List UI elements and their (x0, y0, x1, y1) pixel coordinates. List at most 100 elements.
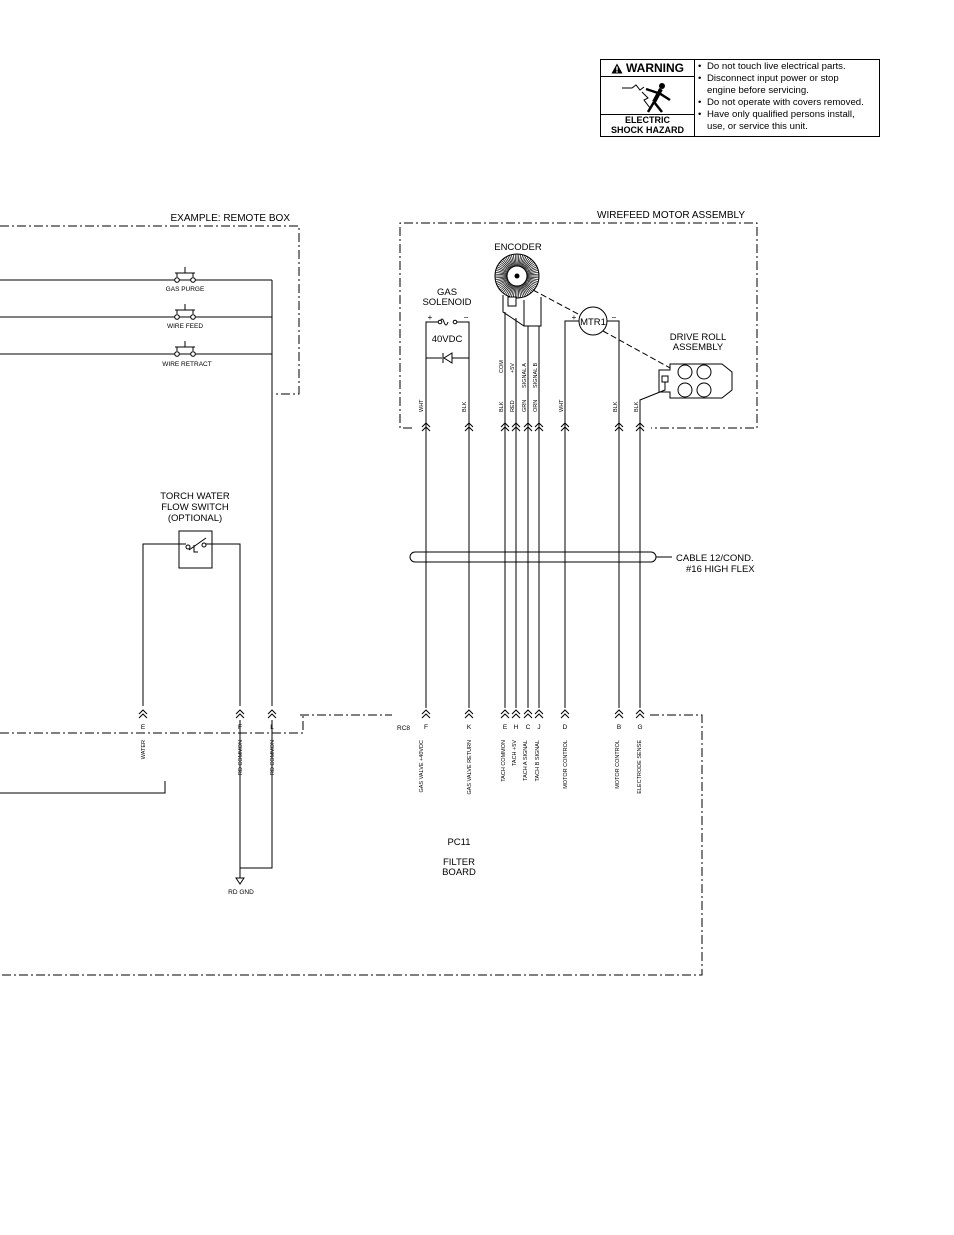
pc11-name: PC11 (447, 837, 470, 848)
pc11-label-2: BOARD (442, 867, 476, 878)
encoder-ray (499, 261, 510, 270)
warning-caption: ELECTRIC SHOCK HAZARD (601, 115, 694, 136)
pin-letter: K (467, 724, 472, 731)
wire-color-label: BLK (462, 401, 468, 412)
encoder-ray (512, 254, 516, 267)
encoder-ray (495, 273, 508, 276)
torch-water-flow-switch: TORCH WATER FLOW SWITCH (OPTIONAL) (142, 491, 241, 706)
wire-color-label: RED (510, 400, 516, 412)
pin-letter: J (537, 724, 540, 731)
encoder-ray (495, 271, 508, 275)
solenoid-coil (439, 318, 449, 326)
encoder-ray (524, 263, 536, 271)
encoder-ray (509, 255, 514, 267)
gas-solenoid-label-2: SOLENOID (422, 297, 471, 308)
motor-plus: + (572, 313, 577, 322)
pin-letter: F (238, 724, 242, 731)
pin-letter: L (270, 724, 274, 731)
encoder-ray (518, 285, 522, 298)
encoder-ray (498, 263, 510, 271)
flow-switch-label-1: TORCH WATER (160, 491, 230, 502)
wirefeed-title: WIREFEED MOTOR ASSEMBLY (597, 210, 745, 221)
encoder-ray (496, 279, 509, 286)
pc11-label-1: FILTER (443, 857, 475, 868)
encoder-label: ENCODER (494, 242, 542, 253)
warning-triangle-icon (611, 63, 623, 73)
remote-box-outline (0, 225, 300, 395)
wire-color-label: BLK (499, 401, 505, 412)
warning-bullet: •Disconnect input power or stop (698, 73, 839, 84)
warning-bullet-continued: engine before servicing. (707, 85, 809, 96)
encoder-ray (507, 284, 514, 297)
warning-pictogram (601, 77, 694, 115)
encoder-ray (523, 258, 532, 269)
encoder-ray (526, 273, 539, 276)
board-outline-right (0, 714, 703, 976)
pin-letter: C (526, 724, 531, 731)
gas-purge-switch (174, 267, 196, 283)
encoder-ray (499, 282, 510, 291)
encoder-ray (495, 269, 508, 274)
encoder-ray (526, 276, 539, 279)
pin-function-label: GAS VALVE RETURN (467, 740, 473, 795)
encoder-ray (524, 281, 536, 289)
encoder-wire-label: +5V (510, 363, 516, 373)
encoder-ray (526, 278, 539, 283)
cable-bundle: CABLE 12/COND. #16 HIGH FLEX (409, 551, 755, 575)
encoder-ray (504, 283, 512, 295)
encoder-ray (497, 264, 509, 272)
flow-switch-label-3: (OPTIONAL) (168, 513, 222, 524)
left-board-edge (0, 781, 166, 794)
wire-color-label: GRN (522, 400, 528, 412)
pin-function-label: GAS VALVE +40VDC (419, 740, 425, 793)
encoder-ray (520, 255, 525, 267)
encoder-ray (524, 282, 535, 291)
encoder-ray (495, 276, 508, 279)
encoder-wire-label: SIGNAL A (522, 363, 528, 388)
pin-letter: D (563, 724, 568, 731)
encoder-ray (524, 261, 535, 270)
encoder-ray (521, 284, 529, 296)
encoder-ray (525, 279, 538, 286)
encoder-ray (525, 280, 537, 288)
encoder-ray (514, 254, 517, 267)
wire-retract-label: WIRE RETRACT (162, 361, 212, 368)
encoder-ray (526, 269, 539, 274)
wire-feed-label: WIRE FEED (167, 323, 203, 330)
remote-box: EXAMPLE: REMOTE BOX GAS PURGE WIRE FEED … (0, 213, 300, 706)
encoder-ray (496, 279, 508, 284)
encoder-ray (510, 254, 515, 267)
encoder-ray (518, 254, 522, 267)
pc11-filter-board: RC8 F K E H C J D B G GAS VALVE +40VDC G… (0, 709, 703, 976)
electric-shock-warning-label: WARNING ELECTRIC SHOCK HAZARD •Do not to… (600, 59, 880, 137)
pin-letter: E (141, 724, 146, 731)
encoder-motor-link (532, 289, 581, 316)
warning-caption-line2: SHOCK HAZARD (611, 125, 684, 135)
encoder-ray (507, 255, 514, 268)
pin-letter: H (514, 724, 519, 731)
gas-purge-label: GAS PURGE (166, 286, 205, 293)
encoder-ray (498, 281, 510, 289)
cable-label-2: #16 HIGH FLEX (686, 564, 755, 575)
pin-letter: G (637, 724, 642, 731)
encoder-ray (520, 285, 525, 297)
pin-letter: E (503, 724, 508, 731)
encoder-ray (522, 283, 530, 295)
warning-header: WARNING (601, 60, 694, 77)
encoder-ray (496, 268, 508, 273)
encoder-ray (501, 260, 511, 270)
warning-left-panel: WARNING ELECTRIC SHOCK HAZARD (601, 60, 695, 136)
encoder-ray (495, 277, 508, 281)
encoder-ray (510, 285, 515, 298)
wire-color-label: WHT (559, 399, 565, 412)
pin-function-label: ELECTRODE SENSE (637, 740, 643, 794)
wire-feed-switch (174, 304, 196, 320)
encoder-ray (517, 285, 520, 298)
warning-bullet: •Do not touch live electrical parts. (698, 61, 846, 72)
pin-function-label: TACH COMMON (501, 740, 507, 782)
motor-driveroll-link (602, 330, 673, 370)
cable-label-1: CABLE 12/COND. (676, 553, 754, 564)
encoder-ray (509, 285, 514, 297)
encoder-ray (526, 268, 538, 273)
